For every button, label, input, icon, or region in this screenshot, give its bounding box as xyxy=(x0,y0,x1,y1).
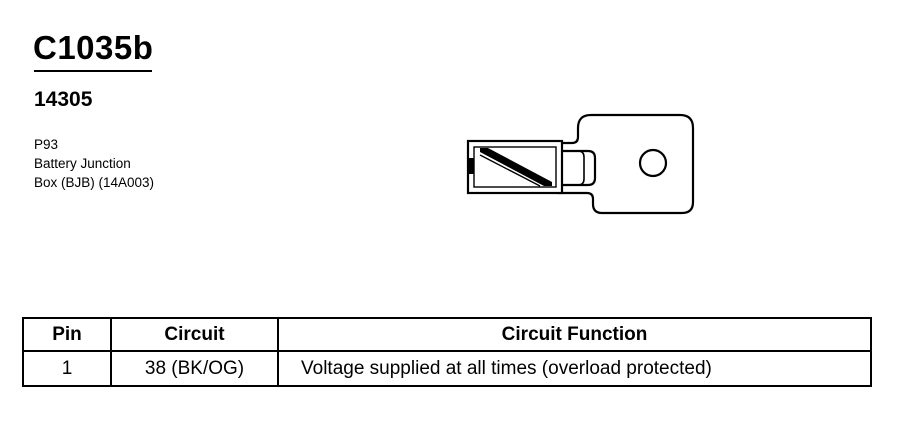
cell-circuit-function: Voltage supplied at all times (overload … xyxy=(277,350,872,387)
latch-notch xyxy=(469,158,474,174)
location-line: Battery Junction xyxy=(34,156,131,171)
ring-terminal-outline xyxy=(556,113,695,215)
location-line: P93 xyxy=(34,137,59,152)
terminal-blade-edge xyxy=(479,154,541,187)
table-row: 1 38 (BK/OG) Voltage supplied at all tim… xyxy=(22,350,872,387)
pin-table: Pin Circuit Circuit Function 1 38 (BK/OG… xyxy=(22,317,872,387)
mounting-hole xyxy=(638,148,668,178)
header-circuit: Circuit xyxy=(110,317,279,352)
title-underline xyxy=(34,70,152,72)
connector-id: C1035b xyxy=(33,29,154,66)
cell-pin: 1 xyxy=(22,350,112,387)
header-circuit-function: Circuit Function xyxy=(277,317,872,352)
terminal-wire xyxy=(558,150,585,186)
location-block: P93 Battery Junction Box (BJB) (14A003) xyxy=(34,135,154,192)
terminal-blade xyxy=(480,148,552,186)
part-number: 14305 xyxy=(34,88,93,111)
header-pin: Pin xyxy=(22,317,112,352)
table-header-row: Pin Circuit Circuit Function xyxy=(22,317,872,352)
location-line: Box (BJB) (14A003) xyxy=(34,175,155,190)
cell-circuit: 38 (BK/OG) xyxy=(110,350,279,387)
connector-face-diagram xyxy=(466,113,695,215)
